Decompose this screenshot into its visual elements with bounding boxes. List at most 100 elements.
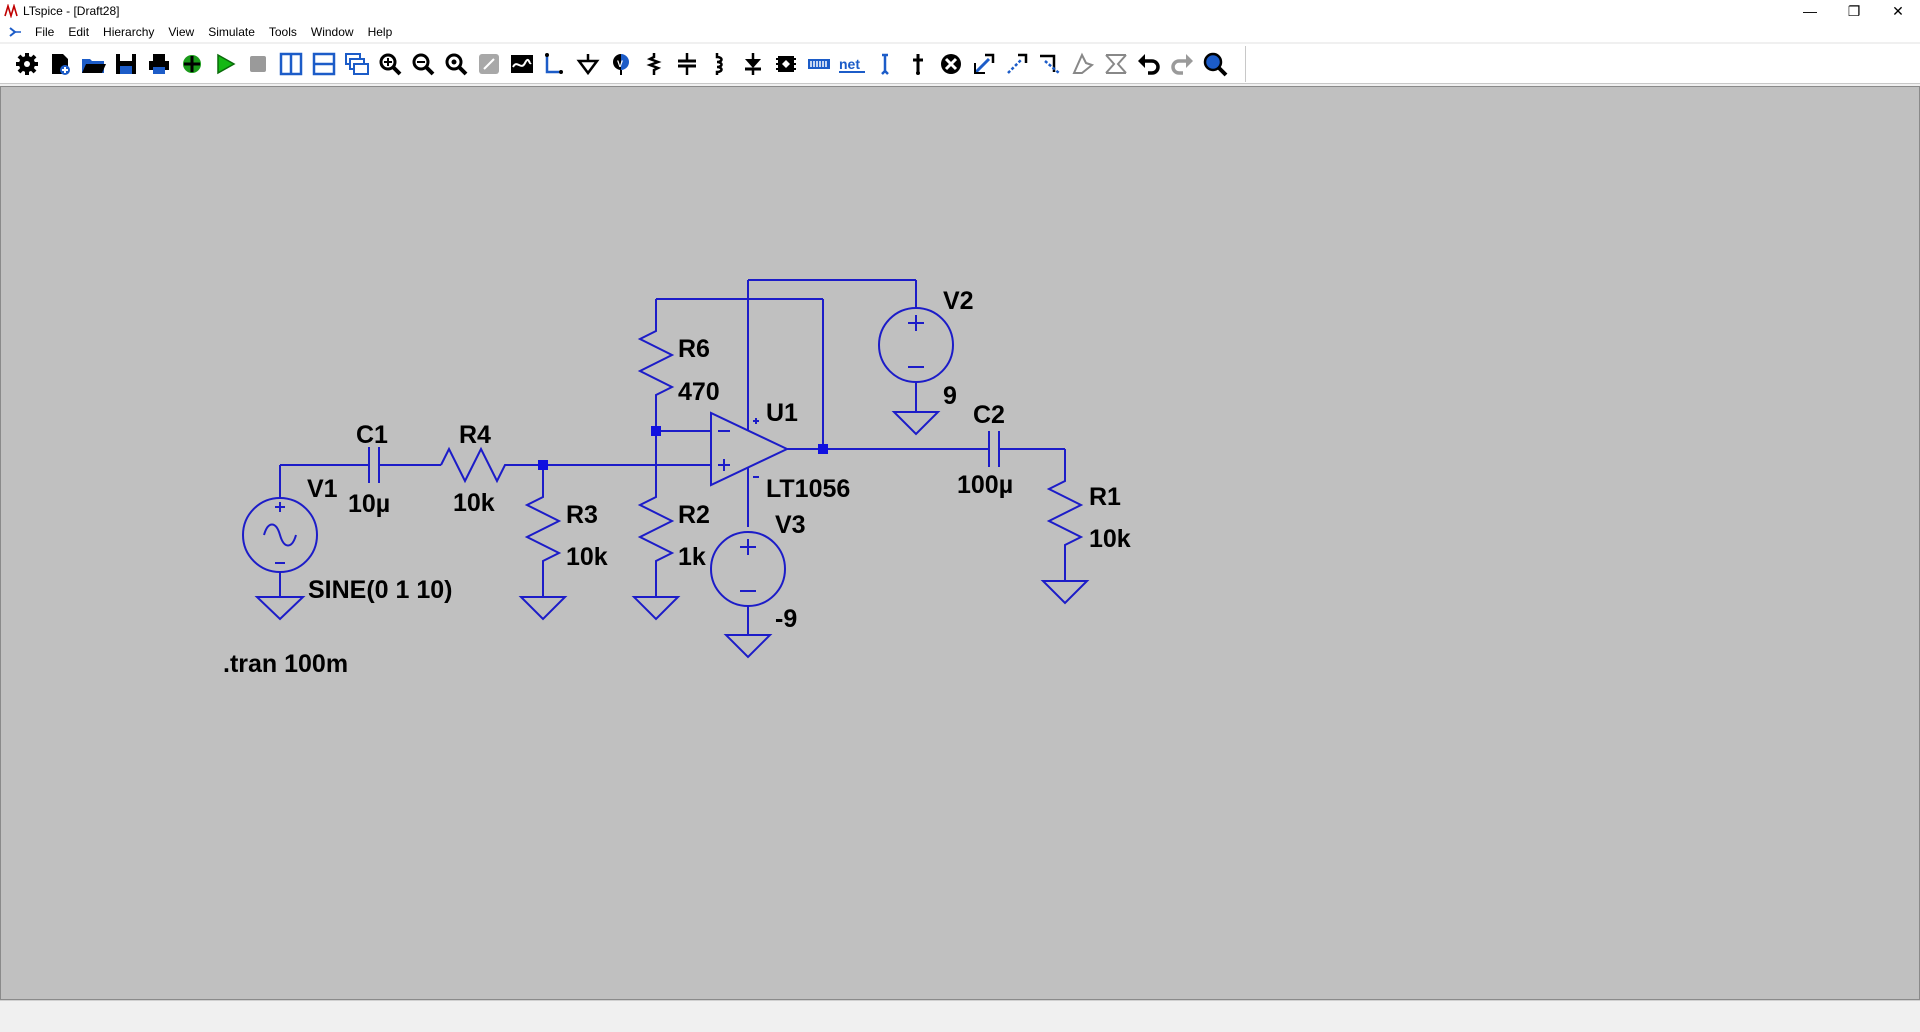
text-icon (1071, 52, 1094, 74)
open-button[interactable] (76, 48, 109, 80)
v3-name-label[interactable]: V3 (775, 511, 806, 539)
new-schematic-button[interactable] (43, 48, 76, 80)
zoom-in-icon (379, 53, 401, 76)
r3-value-label[interactable]: 10k (566, 543, 608, 571)
v1-source[interactable] (242, 465, 318, 621)
minimize-button[interactable]: — (1803, 3, 1817, 19)
r1-resistor[interactable] (1046, 449, 1084, 581)
c1-name-label[interactable]: C1 (356, 421, 388, 449)
c1-capacitor[interactable] (368, 447, 380, 483)
menu-help[interactable]: Help (367, 25, 393, 39)
tile-vertical-button[interactable] (274, 48, 307, 80)
schematic-canvas[interactable]: V1 SINE(0 1 10) C1 10µ R4 10k R3 10k R6 … (0, 86, 1920, 1000)
draw-wire-button[interactable] (538, 48, 571, 80)
control-panel-button[interactable] (175, 48, 208, 80)
v2-name-label[interactable]: V2 (943, 287, 974, 315)
label-net-button[interactable] (802, 48, 835, 80)
resistor-button[interactable] (637, 48, 670, 80)
ground-icon (576, 54, 599, 76)
r4-name-label[interactable]: R4 (459, 421, 491, 449)
delete-button[interactable] (934, 48, 967, 80)
v2-value-label[interactable]: 9 (943, 382, 957, 410)
r3-ground[interactable] (518, 596, 568, 621)
menu-simulate[interactable]: Simulate (208, 25, 255, 39)
net-label-button[interactable]: net (835, 48, 868, 80)
zoom-fit-icon (445, 53, 467, 76)
move-button[interactable] (868, 48, 901, 80)
close-button[interactable]: ✕ (1892, 2, 1904, 19)
settings-icon (15, 53, 38, 75)
menu-hierarchy[interactable]: Hierarchy (103, 25, 155, 39)
c2-value-label[interactable]: 100µ (957, 471, 1013, 499)
r4-value-label[interactable]: 10k (453, 489, 495, 517)
restore-button[interactable]: ❐ (1847, 2, 1861, 19)
r6-name-label[interactable]: R6 (678, 335, 710, 363)
v1-name-label[interactable]: V1 (307, 475, 338, 503)
v3-source[interactable] (710, 531, 786, 659)
r2-ground[interactable] (631, 596, 681, 621)
u1-value-label[interactable]: LT1056 (766, 475, 850, 503)
find-icon (1203, 52, 1227, 77)
zoom-in-button[interactable] (373, 48, 406, 80)
v1-value-label[interactable]: SINE(0 1 10) (308, 576, 453, 604)
voltage-probe-button[interactable]: V (604, 48, 637, 80)
r3-name-label[interactable]: R3 (566, 501, 598, 529)
save-icon (115, 54, 136, 74)
v3-value-label[interactable]: -9 (775, 605, 797, 633)
duplicate-button[interactable] (967, 48, 1000, 80)
component-button[interactable] (769, 48, 802, 80)
zoom-out-button[interactable] (406, 48, 439, 80)
run-button[interactable] (208, 48, 241, 80)
r2-resistor[interactable] (637, 431, 675, 597)
settings-button[interactable] (10, 48, 43, 80)
junction-dot (818, 444, 828, 454)
menu-edit[interactable]: Edit (68, 25, 90, 39)
r1-value-label[interactable]: 10k (1089, 525, 1131, 553)
inductor-button[interactable] (703, 48, 736, 80)
drag-button[interactable] (901, 48, 934, 80)
spice-directive-icon (1104, 54, 1127, 74)
menu-bar: File Edit Hierarchy View Simulate Tools … (0, 22, 1920, 60)
menu-window[interactable]: Window (310, 25, 354, 39)
capacitor-button[interactable] (670, 48, 703, 80)
print-button[interactable] (142, 48, 175, 80)
r1-name-label[interactable]: R1 (1089, 483, 1121, 511)
tile-vertical-icon (279, 52, 302, 76)
toolbar: V net (0, 44, 1920, 84)
r2-name-label[interactable]: R2 (678, 501, 710, 529)
save-button[interactable] (109, 48, 142, 80)
r3-resistor[interactable] (524, 465, 562, 597)
schematic-doc-icon[interactable] (8, 25, 22, 39)
spice-directive-text[interactable]: .tran 100m (223, 650, 348, 678)
menu-view[interactable]: View (168, 25, 195, 39)
undo-button[interactable] (1132, 48, 1165, 80)
v2-source[interactable] (878, 307, 954, 436)
c2-name-label[interactable]: C2 (973, 401, 1005, 429)
r6-resistor[interactable] (637, 299, 675, 431)
ground-button[interactable] (571, 48, 604, 80)
r4-resistor[interactable] (440, 446, 543, 484)
zoom-fit-button[interactable] (439, 48, 472, 80)
menu-tools[interactable]: Tools (268, 25, 297, 39)
rotate-button[interactable] (1000, 48, 1033, 80)
diode-icon (744, 53, 761, 75)
menu-file[interactable]: File (35, 25, 55, 39)
junction-dot (538, 460, 548, 470)
u1-name-label[interactable]: U1 (766, 399, 798, 427)
c2-capacitor[interactable] (988, 431, 1000, 467)
u1-opamp[interactable] (710, 280, 790, 527)
text-button (1066, 48, 1099, 80)
mirror-button[interactable] (1033, 48, 1066, 80)
autorange-button[interactable] (505, 48, 538, 80)
r1-ground[interactable] (1040, 580, 1090, 605)
r6-value-label[interactable]: 470 (678, 378, 720, 406)
move-icon (880, 53, 889, 75)
cascade-button[interactable] (340, 48, 373, 80)
tile-horizontal-button[interactable] (307, 48, 340, 80)
undo-icon (1137, 54, 1160, 75)
r2-value-label[interactable]: 1k (678, 543, 706, 571)
c1-value-label[interactable]: 10µ (348, 490, 390, 518)
diode-button[interactable] (736, 48, 769, 80)
find-button[interactable] (1198, 48, 1231, 80)
